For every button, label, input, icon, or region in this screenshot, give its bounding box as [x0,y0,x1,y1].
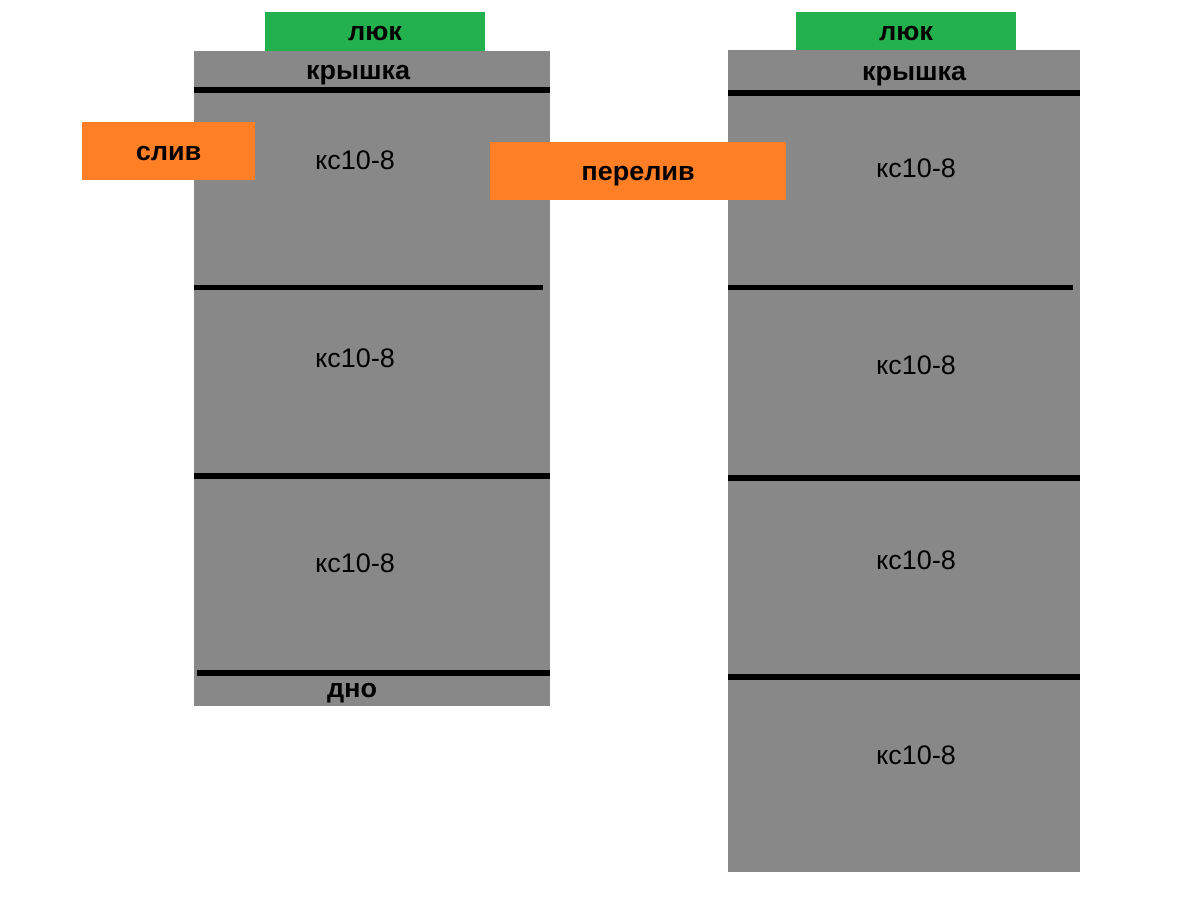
left-tank-section-lid-label: крышка [305,55,411,85]
right-tank-divider-3 [728,674,1080,680]
hatch-right: люк [796,12,1016,50]
hatch-left-label: люк [348,16,402,46]
left-tank-section-bottom-label: дно [327,673,377,703]
right-tank-section-ring4-label: кс10-8 [876,740,956,770]
left-tank-divider-1 [194,285,543,290]
drain-pipe: слив [82,122,255,180]
left-tank-section-ring3-label: кс10-8 [315,548,395,578]
right-tank-divider-2 [728,475,1080,481]
left-tank-divider-bottom [197,670,550,676]
hatch-left: люк [265,12,485,51]
left-tank-divider-lid [194,87,550,93]
right-tank-section-ring3-label: кс10-8 [876,545,956,575]
left-tank-section-ring1-label: кс10-8 [315,145,395,175]
overflow-pipe: перелив [490,142,786,200]
right-tank-section-lid-label: крышка [861,56,967,86]
right-tank-divider-1 [728,285,1073,290]
hatch-right-label: люк [879,15,933,46]
right-tank-section-ring2-label: кс10-8 [876,350,956,380]
right-tank-body [728,50,1080,872]
drain-pipe-label: слив [135,135,202,166]
right-tank-section-ring1-label: кс10-8 [876,153,956,183]
left-tank-section-ring2-label: кс10-8 [315,343,395,373]
right-tank-divider-lid [728,90,1080,96]
overflow-pipe-label: перелив [581,155,695,186]
left-tank-divider-2 [194,473,550,479]
